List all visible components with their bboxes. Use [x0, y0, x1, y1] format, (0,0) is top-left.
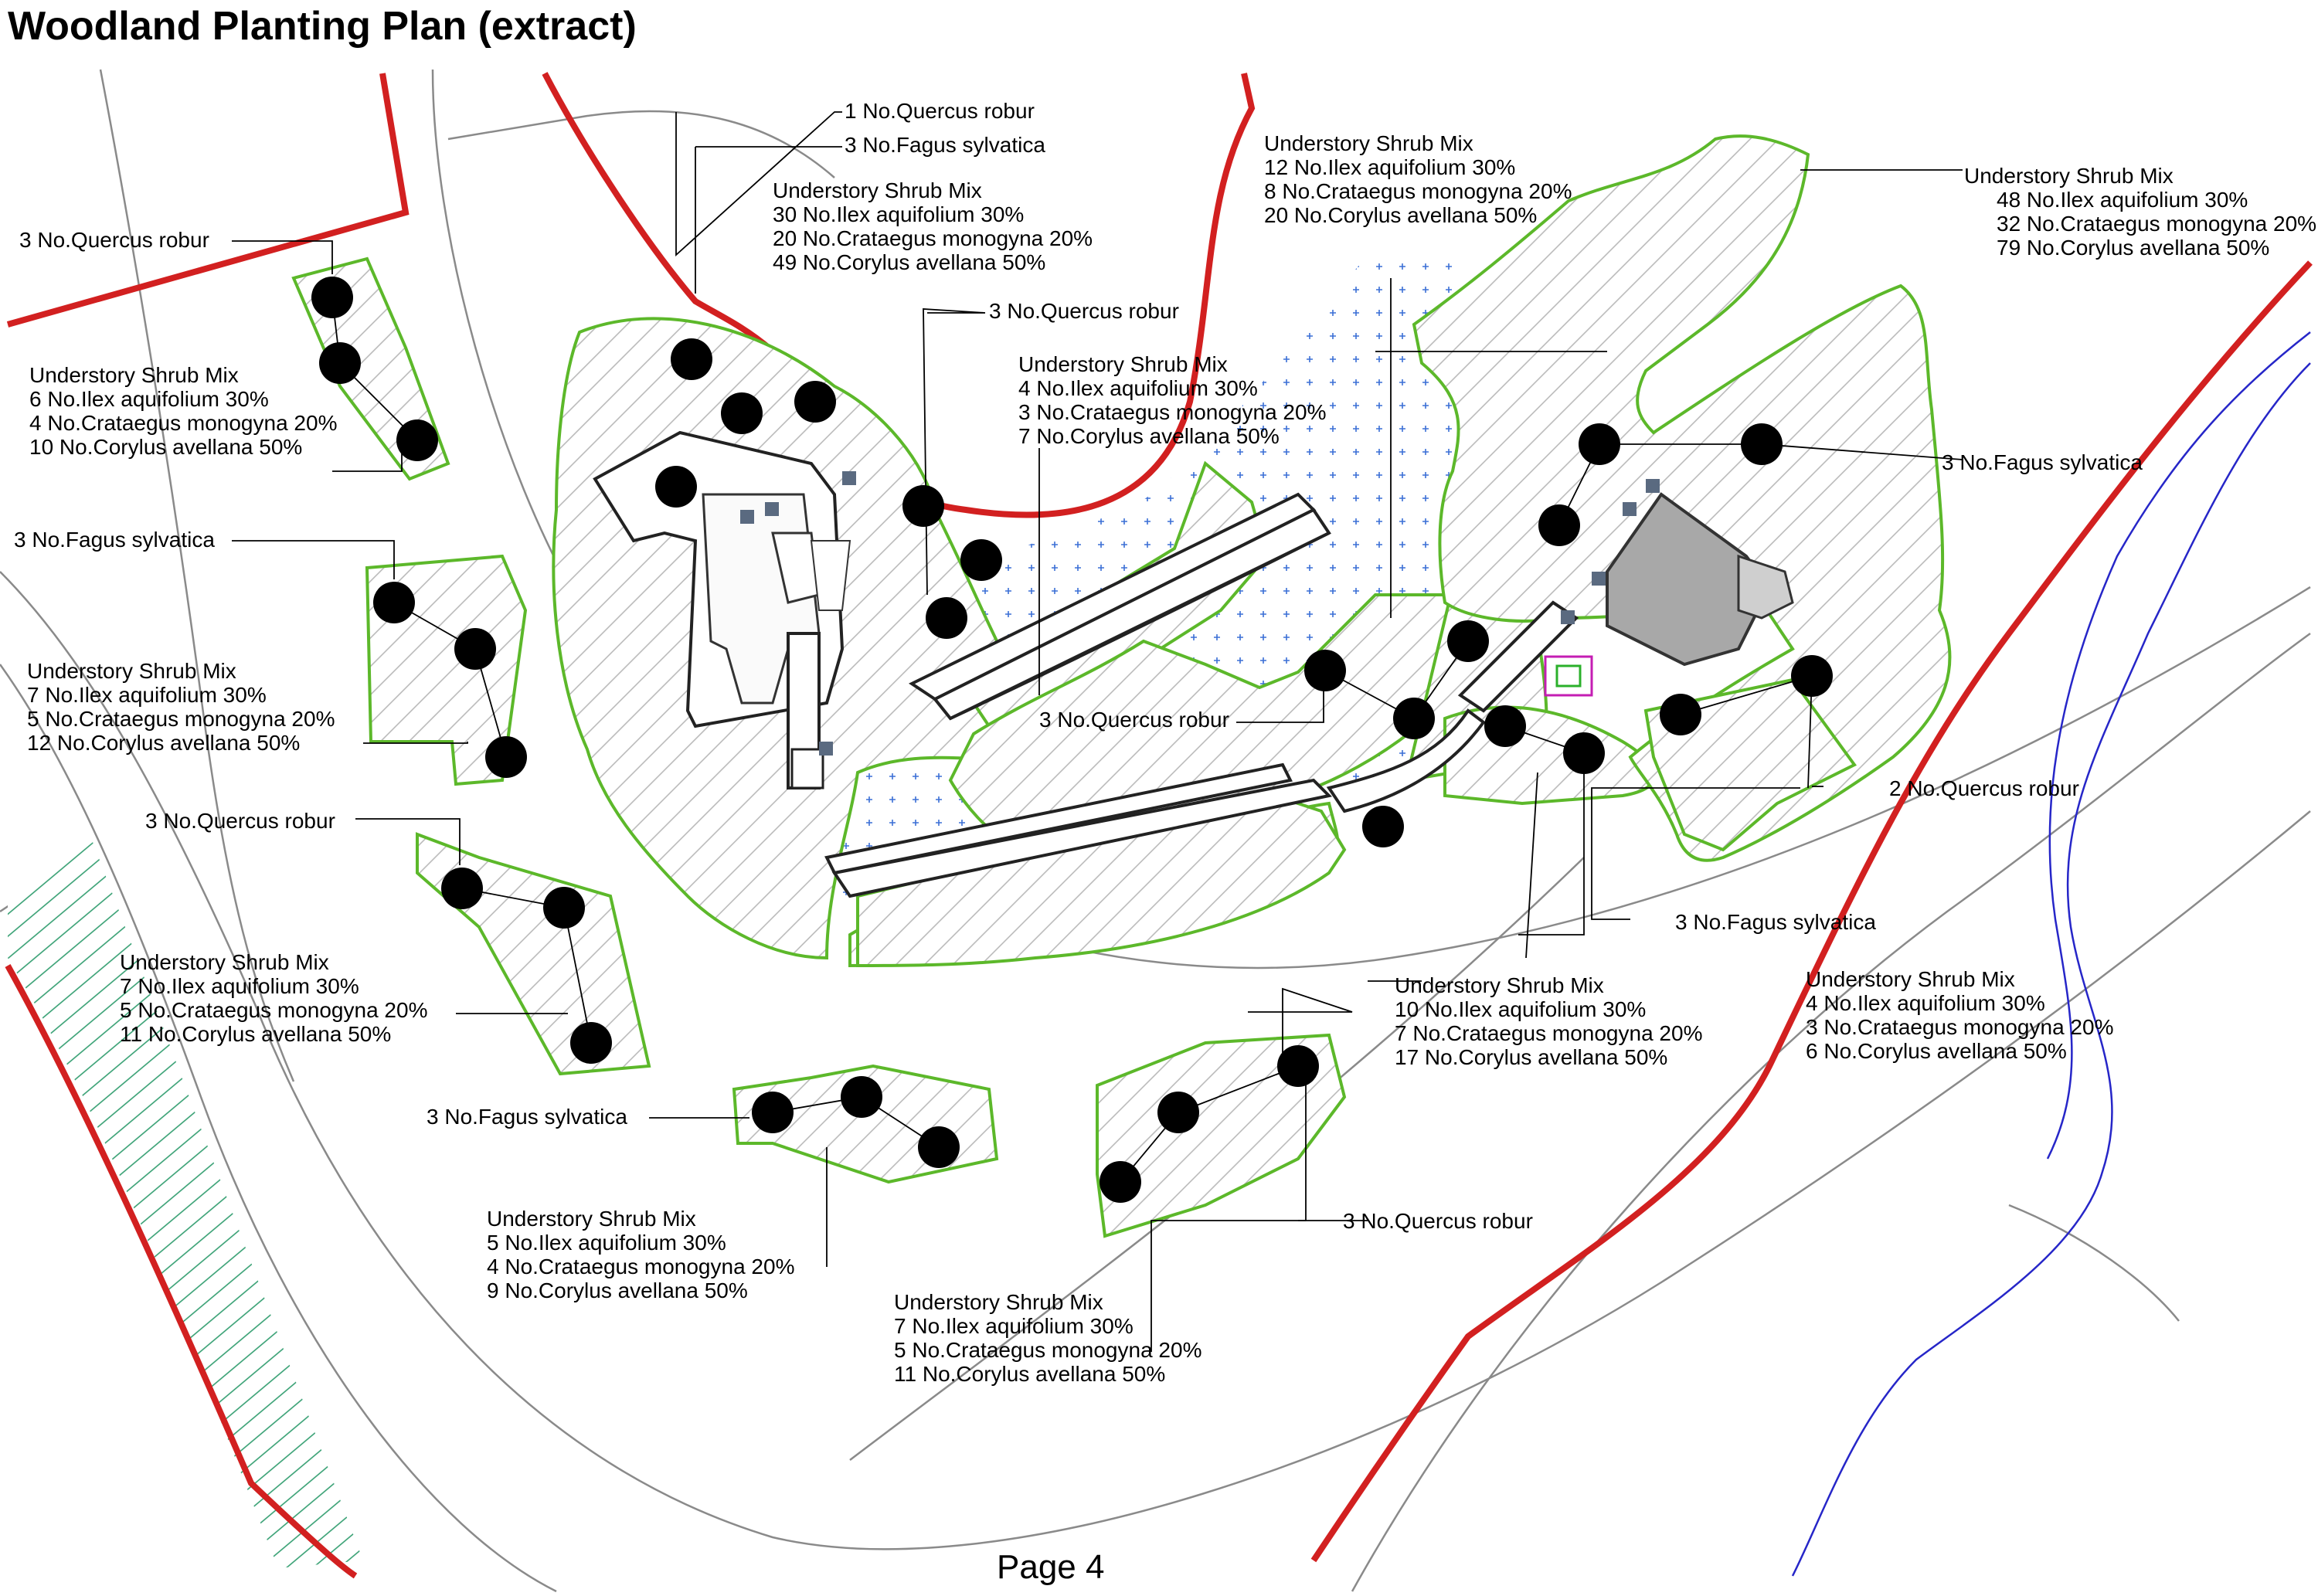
- mix-1-heading: Understory Shrub Mix: [773, 178, 982, 202]
- mix-4-ilex: 6 No.Ilex aquifolium 30%: [29, 387, 269, 411]
- mix-10-crataegus: 4 No.Crataegus monogyna 20%: [487, 1255, 794, 1278]
- mix-8-ilex: 10 No.Ilex aquifolium 30%: [1395, 997, 1646, 1021]
- mix-6-ilex: 7 No.Ilex aquifolium 30%: [27, 683, 267, 707]
- mix-5-crataegus: 3 No.Crataegus monogyna 20%: [1018, 400, 1326, 424]
- building-markers: [740, 471, 856, 756]
- mix-3-corylus: 79 No.Corylus avellana 50%: [1997, 236, 2269, 260]
- mix-11-ilex: 7 No.Ilex aquifolium 30%: [894, 1314, 1134, 1338]
- mix-6-heading: Understory Shrub Mix: [27, 659, 236, 683]
- label-fagus-3a: 3 No.Fagus sylvatica: [845, 133, 1045, 157]
- mix-11-crataegus: 5 No.Crataegus monogyna 20%: [894, 1338, 1201, 1362]
- mix-7-corylus: 11 No.Corylus avellana 50%: [120, 1022, 391, 1046]
- label-quercus-3e: 3 No.Quercus robur: [1343, 1209, 1533, 1233]
- annotation-labels: 1 No.Quercus robur 3 No.Fagus sylvatica …: [14, 99, 2316, 1386]
- mix-5-ilex: 4 No.Ilex aquifolium 30%: [1018, 376, 1258, 400]
- tree-canopy-icon: [926, 597, 967, 639]
- mix-3-crataegus: 32 No.Crataegus monogyna 20%: [1997, 212, 2316, 236]
- label-quercus-2: 2 No.Quercus robur: [1889, 776, 2079, 800]
- tree-canopy-icon: [902, 485, 944, 527]
- mix-8-heading: Understory Shrub Mix: [1395, 973, 1604, 997]
- site-boundary: [5, 72, 2313, 1579]
- mix-2-heading: Understory Shrub Mix: [1264, 131, 1473, 155]
- page-number: Page 4: [997, 1548, 1105, 1586]
- tree-group-lines: [331, 297, 1813, 1183]
- watercourse-line-secondary: [2046, 331, 2311, 1160]
- mix-5-heading: Understory Shrub Mix: [1018, 352, 1228, 376]
- label-quercus-3d: 3 No.Quercus robur: [145, 809, 335, 833]
- mix-10-heading: Understory Shrub Mix: [487, 1207, 696, 1231]
- mix-8-corylus: 17 No.Corylus avellana 50%: [1395, 1045, 1667, 1069]
- page-title: Woodland Planting Plan (extract): [8, 4, 637, 49]
- mix-9-crataegus: 3 No.Crataegus monogyna 20%: [1806, 1015, 2113, 1039]
- verge-strip: [8, 842, 363, 1568]
- label-fagus-3e: 3 No.Fagus sylvatica: [427, 1105, 627, 1129]
- label-fagus-3d: 3 No.Fagus sylvatica: [1675, 910, 1876, 934]
- mix-8-crataegus: 7 No.Crataegus monogyna 20%: [1395, 1021, 1702, 1045]
- mix-9-ilex: 4 No.Ilex aquifolium 30%: [1806, 991, 2045, 1015]
- mix-9-corylus: 6 No.Corylus avellana 50%: [1806, 1039, 2067, 1063]
- tree-canopy-icon: [671, 338, 712, 380]
- label-quercus-3a: 3 No.Quercus robur: [19, 228, 209, 252]
- tree-canopy-icon: [794, 381, 836, 423]
- dwelling-building: [593, 430, 851, 790]
- mix-5-corylus: 7 No.Corylus avellana 50%: [1018, 424, 1280, 448]
- mix-1-crataegus: 20 No.Crataegus monogyna 20%: [773, 226, 1093, 250]
- mix-1-corylus: 49 No.Corylus avellana 50%: [773, 250, 1045, 274]
- mix-7-ilex: 7 No.Ilex aquifolium 30%: [120, 974, 359, 998]
- mix-1-ilex: 30 No.Ilex aquifolium 30%: [773, 202, 1024, 226]
- tree-canopy-icon: [655, 466, 697, 508]
- outbuilding-structure: [1544, 479, 1794, 697]
- mix-7-crataegus: 5 No.Crataegus monogyna 20%: [120, 998, 427, 1022]
- mix-4-crataegus: 4 No.Crataegus monogyna 20%: [29, 411, 337, 435]
- access-path: [824, 492, 1579, 898]
- label-fagus-3b: 3 No.Fagus sylvatica: [14, 528, 215, 552]
- mix-3-heading: Understory Shrub Mix: [1964, 164, 2174, 188]
- mix-3-ilex: 48 No.Ilex aquifolium 30%: [1997, 188, 2248, 212]
- mix-10-corylus: 9 No.Corylus avellana 50%: [487, 1278, 748, 1302]
- mix-4-heading: Understory Shrub Mix: [29, 363, 239, 387]
- mix-10-ilex: 5 No.Ilex aquifolium 30%: [487, 1231, 726, 1255]
- mix-7-heading: Understory Shrub Mix: [120, 950, 329, 974]
- tree-canopy-icon: [1362, 806, 1404, 847]
- mix-4-corylus: 10 No.Corylus avellana 50%: [29, 435, 302, 459]
- mix-11-corylus: 11 No.Corylus avellana 50%: [894, 1362, 1165, 1386]
- mix-9-heading: Understory Shrub Mix: [1806, 967, 2015, 991]
- watercourse-line: [1791, 362, 2311, 1577]
- label-quercus-3b: 3 No.Quercus robur: [989, 299, 1179, 323]
- mix-6-crataegus: 5 No.Crataegus monogyna 20%: [27, 707, 335, 731]
- mix-2-corylus: 20 No.Corylus avellana 50%: [1264, 203, 1537, 227]
- tree-canopy-icon: [721, 392, 763, 434]
- mix-2-ilex: 12 No.Ilex aquifolium 30%: [1264, 155, 1515, 179]
- tree-canopy-icon: [960, 539, 1002, 581]
- label-fagus-3c: 3 No.Fagus sylvatica: [1942, 450, 2143, 474]
- label-leader-lines: [232, 111, 1963, 1352]
- mix-2-crataegus: 8 No.Crataegus monogyna 20%: [1264, 179, 1572, 203]
- mix-11-heading: Understory Shrub Mix: [894, 1290, 1103, 1314]
- label-quercus-3c: 3 No.Quercus robur: [1039, 708, 1229, 732]
- mix-6-corylus: 12 No.Corylus avellana 50%: [27, 731, 300, 755]
- label-quercus-1: 1 No.Quercus robur: [845, 99, 1035, 123]
